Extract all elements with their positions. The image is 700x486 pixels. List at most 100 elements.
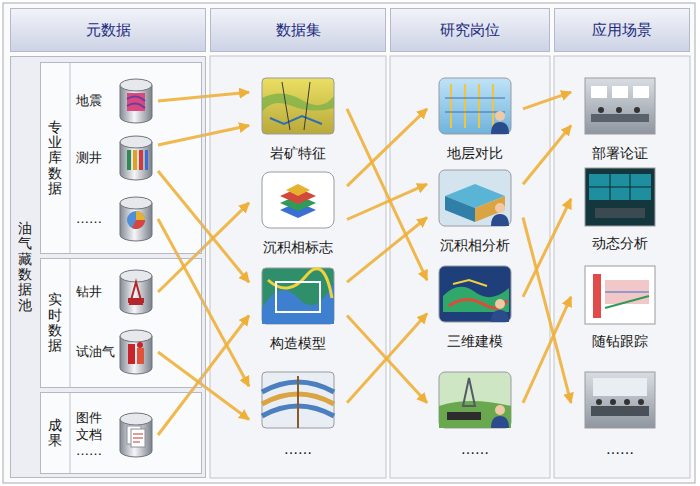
dataset-picture (262, 268, 334, 324)
research-picture (453, 280, 487, 286)
scenario-picture (585, 78, 655, 134)
dataset-picture (262, 372, 334, 428)
tile-caption: …… (461, 441, 489, 457)
database-icon (127, 93, 145, 111)
research-picture (495, 203, 505, 213)
header-text: 数据集 (276, 21, 321, 40)
tile-caption: 随钻跟踪 (592, 333, 648, 351)
research-picture (439, 170, 511, 226)
research-picture (491, 416, 509, 428)
header-text: 应用场景 (592, 21, 652, 40)
picture-tile: 沉积相标志 (250, 170, 346, 260)
research-picture (439, 372, 511, 428)
scenario-picture (596, 399, 602, 405)
picture-tile: …… (428, 370, 522, 460)
database-icon (120, 413, 152, 425)
dataset-picture (270, 116, 322, 124)
scenario-picture (591, 114, 649, 122)
scenario-picture (585, 168, 655, 226)
research-picture (447, 412, 481, 420)
research-picture (439, 372, 511, 428)
table-frame (3, 3, 695, 483)
category-row: 专业库数据地震测井 …… (40, 62, 202, 254)
database-icon (120, 79, 152, 123)
scenario-picture (589, 174, 651, 200)
item-label: 钻井 (76, 284, 102, 301)
database-icon (127, 96, 145, 108)
scenario-picture (616, 107, 622, 113)
dataset-picture (276, 282, 320, 312)
tile-caption: 部署论证 (592, 145, 648, 163)
scenario-picture (605, 292, 649, 293)
database-icon (120, 330, 152, 374)
research-picture (451, 84, 493, 128)
item-label: 测井 (76, 150, 102, 167)
flow-arrow (523, 92, 571, 109)
item-label: …… (76, 211, 102, 228)
dataset-picture (297, 376, 299, 428)
research-picture (445, 196, 475, 222)
scenario-picture (585, 372, 655, 428)
scenario-picture (624, 399, 630, 405)
dataset-picture (262, 78, 334, 134)
band-label: 油气藏数据池 (18, 221, 32, 313)
database-icon (133, 150, 137, 170)
picture-tile: 沉积相分析 (428, 168, 522, 258)
research-picture (439, 170, 511, 226)
dataset-picture (262, 372, 334, 428)
tile-caption: 岩矿特征 (270, 145, 326, 163)
research-picture (439, 78, 511, 134)
source-item: 钻井 (73, 266, 157, 318)
row-label: 专业库数据 (48, 120, 62, 197)
source-item: 图件 文档 …… (73, 402, 157, 468)
tile-caption: 地层对比 (447, 145, 503, 163)
research-picture (439, 78, 511, 134)
picture-tile: 三维建模 (428, 264, 522, 354)
column-header: 研究岗位 (390, 8, 550, 52)
scenario-picture (585, 266, 655, 324)
scenario-picture (605, 296, 649, 308)
table-frame (40, 392, 202, 474)
flow-arrow (523, 199, 571, 297)
flow-arrow (347, 109, 427, 280)
row-label: 成果 (48, 418, 62, 449)
picture-tile: 岩矿特征 (250, 76, 346, 166)
database-icon (137, 348, 144, 364)
database-icon (127, 211, 145, 229)
database-icon (120, 276, 152, 314)
scenario-picture (585, 266, 655, 324)
database-icon (132, 220, 145, 229)
table-frame (10, 56, 206, 478)
picture-tile: …… (250, 370, 346, 460)
dataset-picture (282, 82, 310, 130)
tile-caption: …… (606, 441, 634, 457)
database-icon (128, 344, 135, 364)
database-icon (145, 150, 148, 170)
table-frame (554, 56, 690, 478)
scenario-picture (585, 168, 655, 226)
scenario-picture (585, 78, 655, 134)
source-item: 地震 (73, 75, 157, 127)
tile-caption: 三维建模 (447, 333, 503, 351)
item-label: 试油气 (76, 344, 115, 361)
scenario-picture (589, 174, 651, 200)
database-icon (139, 150, 143, 170)
table-frame (70, 392, 71, 474)
dataset-picture (262, 282, 334, 324)
database-icon (136, 211, 145, 220)
table-frame (40, 258, 202, 388)
tile-caption: 沉积相分析 (440, 237, 510, 255)
picture-tile: 地层对比 (428, 76, 522, 166)
research-picture (491, 122, 509, 134)
database-icon (120, 330, 152, 342)
research-picture (439, 266, 511, 322)
database-icon (137, 342, 143, 348)
column-header: 应用场景 (554, 8, 690, 52)
research-picture (439, 266, 511, 322)
dataset-picture (262, 172, 334, 228)
scenario-picture (593, 274, 601, 318)
flow-arrow (523, 297, 571, 403)
database-icon (120, 197, 152, 241)
scenario-picture (638, 399, 644, 405)
